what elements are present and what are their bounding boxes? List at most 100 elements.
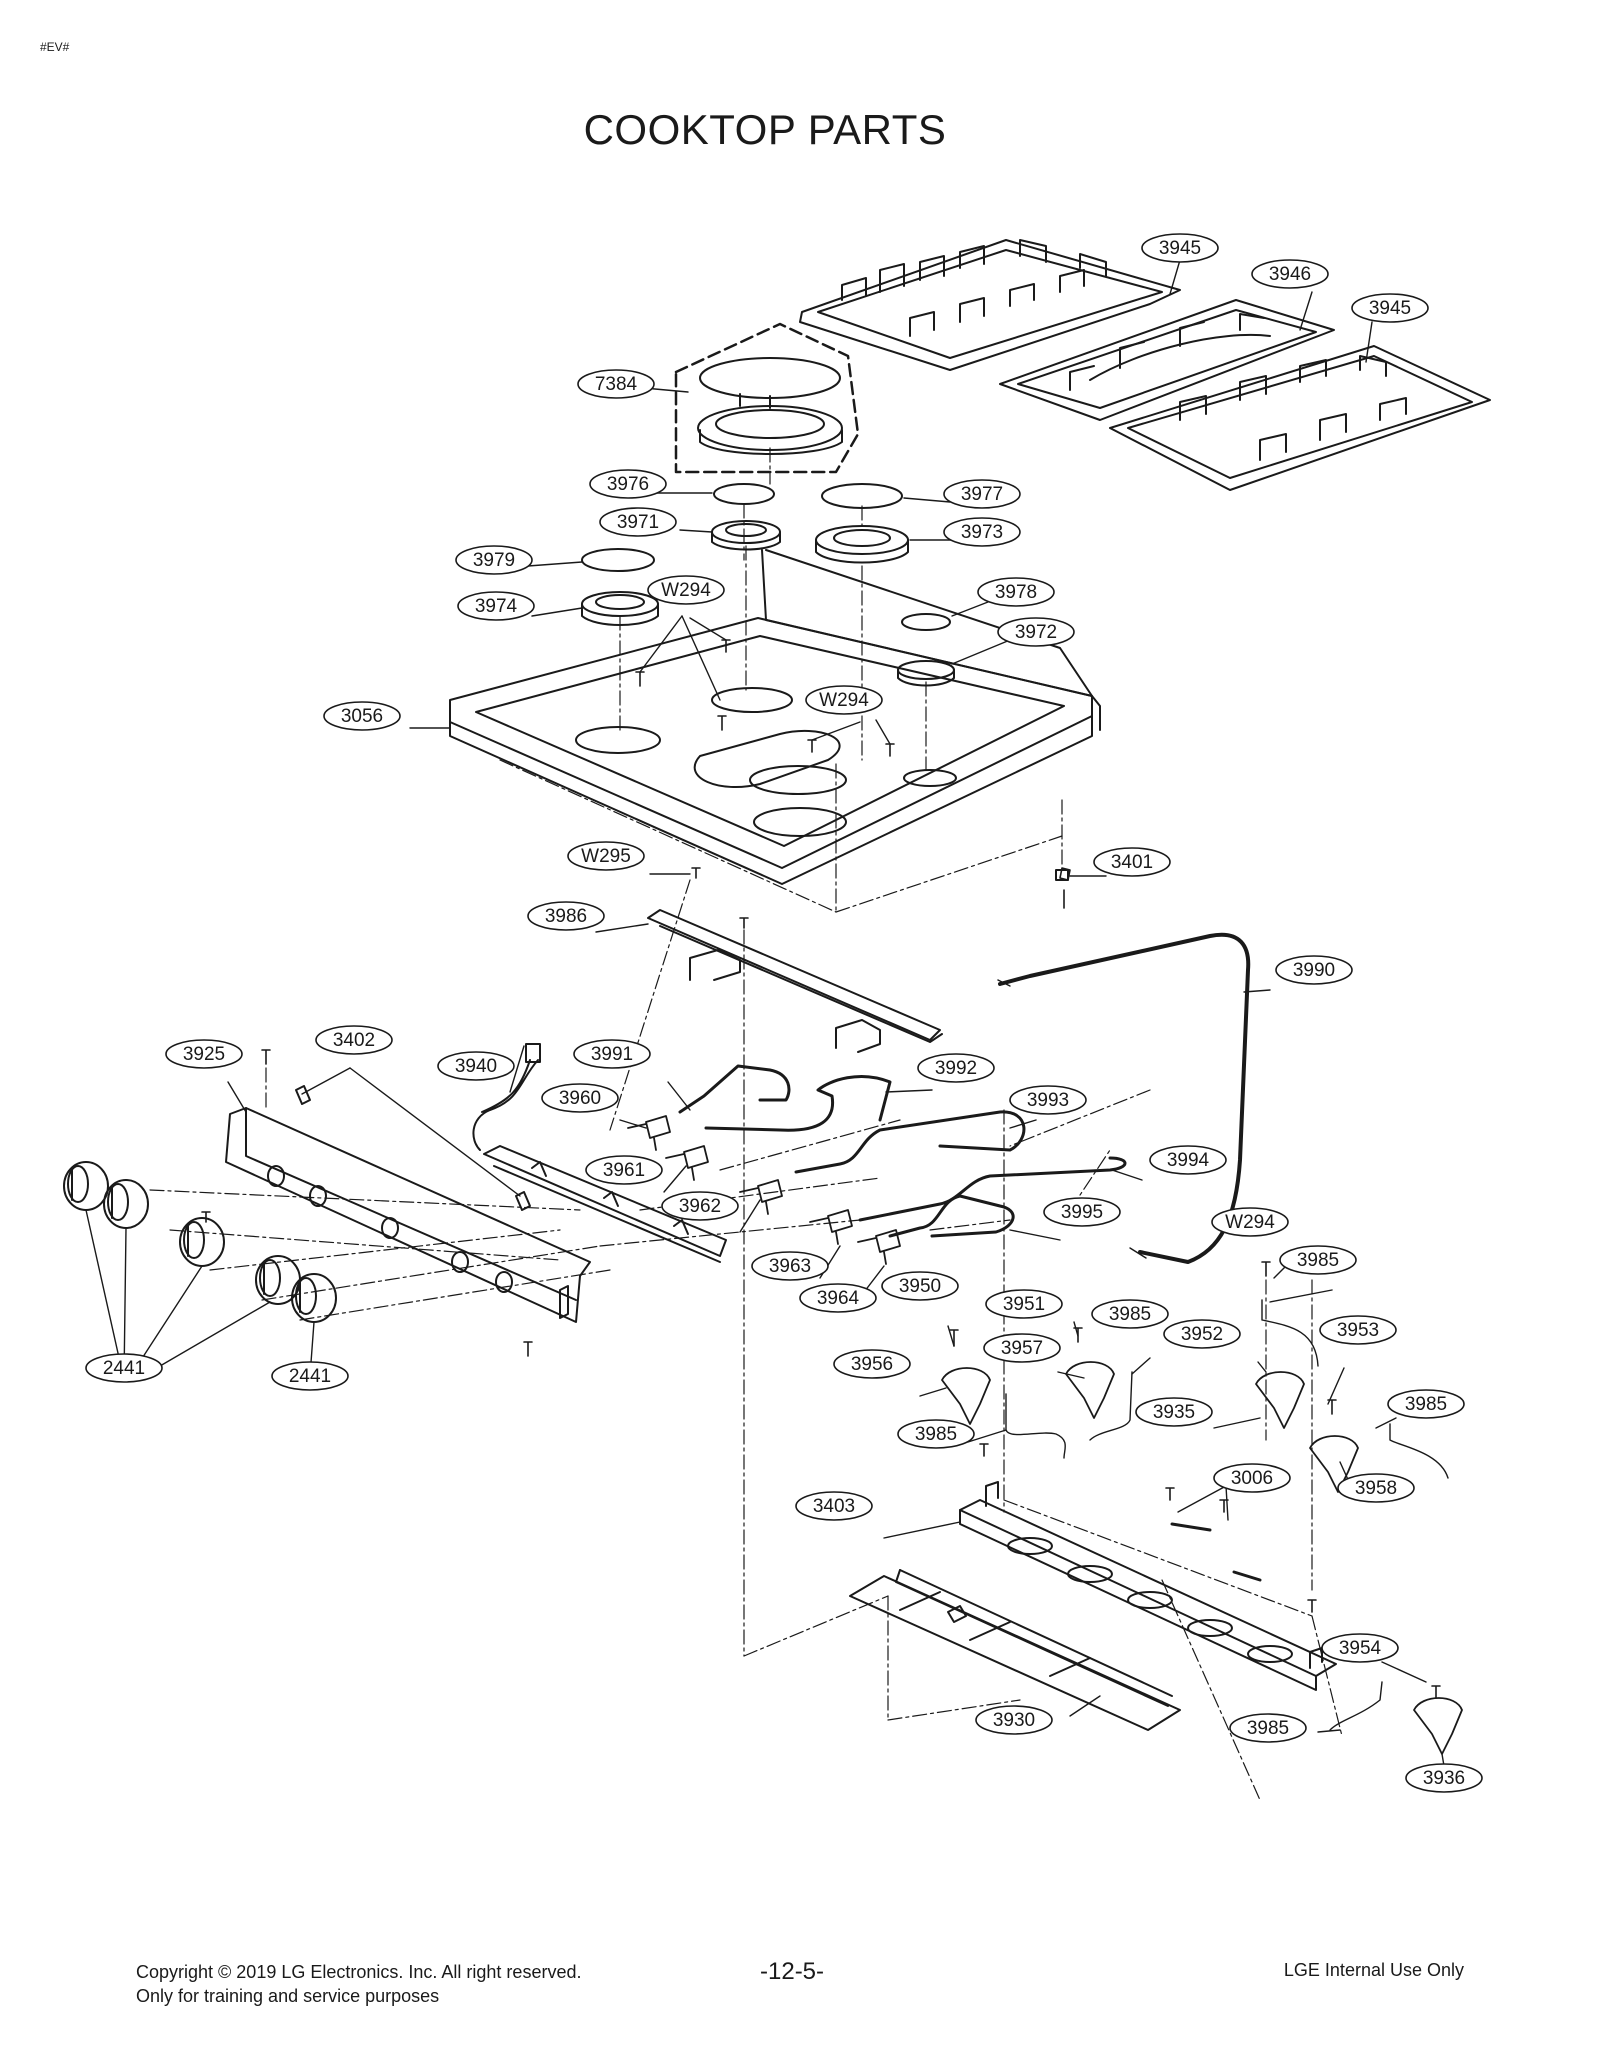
callout-3992: 3992 — [917, 1053, 995, 1083]
callout-3976: 3976 — [589, 469, 667, 499]
callout-label: 3952 — [1181, 1324, 1223, 1345]
callout-3985b: 3985 — [1091, 1299, 1169, 1329]
callout-3925: 3925 — [165, 1039, 243, 1069]
callout-label: 3945 — [1369, 298, 1411, 319]
callout-3961: 3961 — [585, 1155, 663, 1185]
gas-tube-3991 — [678, 1064, 791, 1114]
callout-3972: 3972 — [997, 617, 1075, 647]
gas-tube-3990 — [998, 932, 1251, 1264]
callout-w294b: W294 — [805, 685, 883, 715]
callout-3963: 3963 — [751, 1251, 829, 1281]
bottom-tray — [849, 1569, 1181, 1731]
callout-label: 3964 — [817, 1288, 860, 1309]
callout-3979: 3979 — [455, 545, 533, 575]
callout-3986: 3986 — [527, 901, 605, 931]
burner-head-3971 — [711, 520, 781, 551]
callout-3985d: 3985 — [897, 1419, 975, 1449]
callout-3985a: 3985 — [1279, 1245, 1357, 1275]
callout-3954: 3954 — [1321, 1633, 1399, 1663]
callout-2441b: 2441 — [271, 1361, 349, 1391]
manifold-bracket — [647, 909, 943, 1053]
callout-3935: 3935 — [1135, 1397, 1213, 1427]
callout-label: W294 — [661, 580, 711, 601]
callout-3006: 3006 — [1213, 1463, 1291, 1493]
burner-cap-3979 — [581, 548, 655, 572]
callout-label: 3985 — [1109, 1304, 1151, 1325]
callout-label: 3957 — [1001, 1338, 1043, 1359]
callout-label: 3990 — [1293, 960, 1335, 981]
callout-label: 3950 — [899, 1276, 941, 1297]
callout-label: 3056 — [341, 706, 383, 727]
callout-3951: 3951 — [985, 1289, 1063, 1319]
burner-cap-3977 — [821, 483, 903, 509]
callout-label: 3953 — [1337, 1320, 1379, 1341]
callout-label: 3985 — [1405, 1394, 1447, 1415]
callout-bubbles: 3945 3946 3945 7384 3976 3977 3971 3973 3979W294… — [85, 233, 1483, 1793]
callout-label: 3986 — [545, 906, 587, 927]
callout-3402: 3402 — [315, 1025, 393, 1055]
callout-label: 3935 — [1153, 1402, 1195, 1423]
callout-label: 3977 — [961, 484, 1003, 505]
callout-3991: 3991 — [573, 1039, 651, 1069]
callout-label: 3962 — [679, 1196, 721, 1217]
callout-label: 3991 — [591, 1044, 633, 1065]
callout-3993: 3993 — [1009, 1085, 1087, 1115]
grommet-3401 — [1055, 869, 1069, 881]
gas-valves — [627, 1115, 901, 1265]
callout-3985e: 3985 — [1229, 1713, 1307, 1743]
callout-3994: 3994 — [1149, 1145, 1227, 1175]
callout-label: 3994 — [1167, 1150, 1210, 1171]
callout-label: 3972 — [1015, 622, 1057, 643]
callout-label: 2441 — [289, 1366, 331, 1387]
callout-label: 3995 — [1061, 1202, 1103, 1223]
callout-label: 3940 — [455, 1056, 497, 1077]
callout-label: 3971 — [617, 512, 659, 533]
footer-internal-note: LGE Internal Use Only — [1283, 1960, 1464, 1980]
callout-3940: 3940 — [437, 1051, 515, 1081]
callout-3946: 3946 — [1251, 259, 1329, 289]
callout-label: 3925 — [183, 1044, 225, 1065]
callout-label: 3951 — [1003, 1294, 1045, 1315]
footer-training-note: Only for training and service purposes — [136, 1986, 440, 2006]
callout-label: 3945 — [1159, 238, 1201, 259]
callout-label: 2441 — [103, 1358, 145, 1379]
burner-head-3973 — [815, 525, 909, 564]
callout-label: 7384 — [595, 374, 638, 395]
spacer-rods-3006 — [1170, 1522, 1262, 1582]
callout-label: 3963 — [769, 1256, 811, 1277]
callout-label: 3961 — [603, 1160, 645, 1181]
callout-w294a: W294 — [647, 575, 725, 605]
cooktop-main-top — [449, 549, 1101, 885]
center-grate — [999, 299, 1335, 421]
document-tag: #EV# — [40, 40, 70, 54]
callout-3960: 3960 — [541, 1083, 619, 1113]
callout-label: 3006 — [1231, 1468, 1273, 1489]
callout-3978: 3978 — [977, 577, 1055, 607]
griddle-burner-dashed-box — [674, 322, 860, 474]
igniter-bracket — [959, 1481, 1337, 1691]
callout-3403: 3403 — [795, 1491, 873, 1521]
callout-label: W294 — [819, 690, 869, 711]
callout-3964: 3964 — [799, 1283, 877, 1313]
burner-cap-3978 — [901, 613, 951, 631]
callout-3956: 3956 — [833, 1349, 911, 1379]
callout-3985c: 3985 — [1387, 1389, 1465, 1419]
callout-3977: 3977 — [943, 479, 1021, 509]
callout-3945b: 3945 — [1351, 293, 1429, 323]
callout-3930: 3930 — [975, 1705, 1053, 1735]
callout-label: 3936 — [1423, 1768, 1465, 1789]
callout-label: 3985 — [1247, 1718, 1289, 1739]
callout-3973: 3973 — [943, 517, 1021, 547]
callout-label: 3930 — [993, 1710, 1035, 1731]
gas-tube-3992 — [704, 1075, 892, 1132]
footer-copyright-block: Copyright © 2019 LG Electronics. Inc. Al… — [136, 1960, 581, 2008]
callout-3971: 3971 — [599, 507, 677, 537]
callout-label: 3401 — [1111, 852, 1153, 873]
footer-copyright: Copyright © 2019 LG Electronics. Inc. Al… — [136, 1962, 582, 1982]
callout-w295: W295 — [567, 841, 645, 871]
callout-7384: 7384 — [577, 369, 655, 399]
callout-label: W294 — [1225, 1212, 1275, 1233]
control-panel — [225, 1085, 591, 1323]
